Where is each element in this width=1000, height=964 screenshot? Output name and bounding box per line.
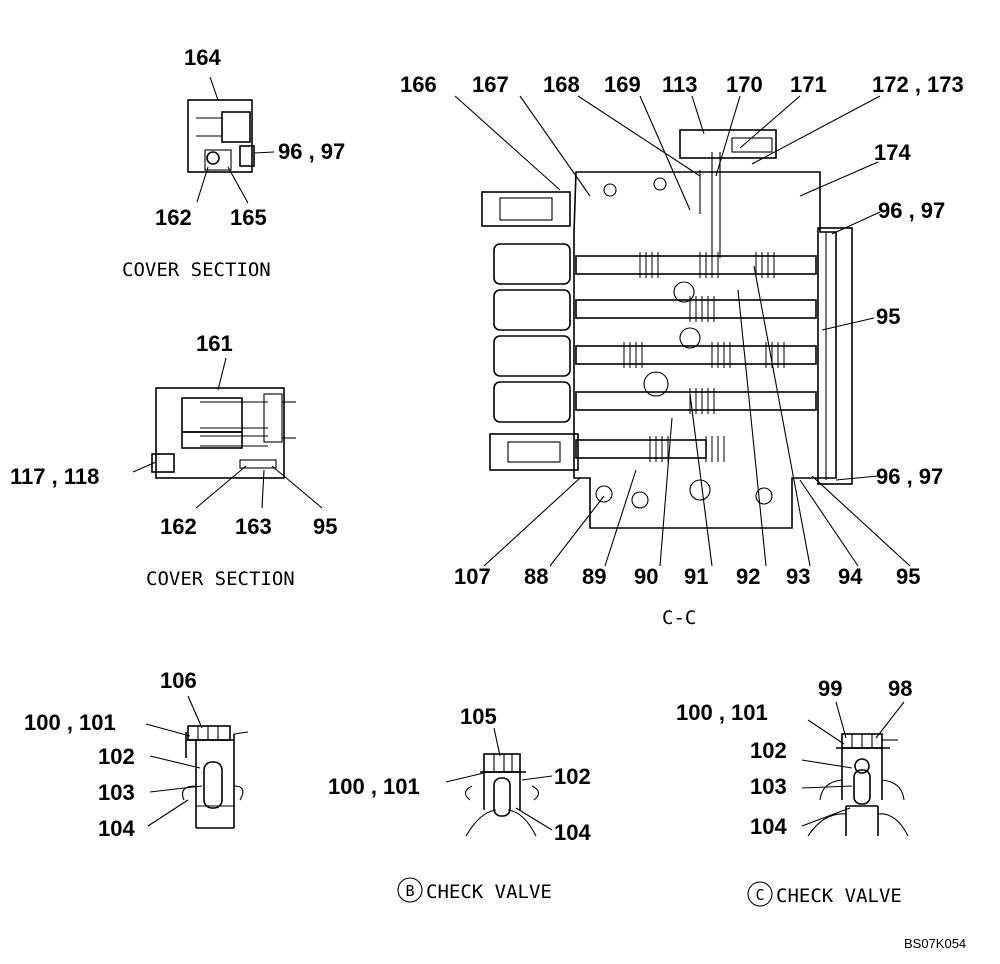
label-89: 89	[582, 564, 606, 589]
label-102-a: 102	[98, 744, 135, 769]
circle-b-icon	[397, 877, 423, 903]
caption-c-c: C-C	[662, 607, 696, 629]
label-103-c: 103	[750, 774, 787, 799]
caption-check-valve-c: CHECK VALVE	[776, 885, 902, 907]
label-162-cover1: 162	[155, 205, 192, 230]
label-94: 94	[838, 564, 863, 589]
detail-check-valve-b: 105 100 , 101 102 104 B CHECK VALVE	[328, 704, 591, 903]
detail-a-poppet	[203, 761, 223, 809]
label-95-cover2: 95	[313, 514, 337, 539]
label-165: 165	[230, 205, 267, 230]
left-bottom-plug	[489, 433, 579, 471]
label-92: 92	[736, 564, 760, 589]
spool-cap-4	[493, 381, 571, 423]
spool-cap-2	[493, 289, 571, 331]
label-88: 88	[524, 564, 548, 589]
label-167: 167	[472, 72, 509, 97]
label-103-a: 103	[98, 780, 135, 805]
detail-b-cap	[483, 753, 521, 773]
label-172-173: 172 , 173	[872, 72, 964, 97]
label-93: 93	[786, 564, 810, 589]
label-100-101-c: 100 , 101	[676, 700, 768, 725]
label-166: 166	[400, 72, 437, 97]
label-171: 171	[790, 72, 827, 97]
detail-a-cap	[187, 725, 231, 741]
cover1-body	[187, 99, 253, 173]
label-169: 169	[604, 72, 641, 97]
cover1-port	[221, 111, 251, 143]
label-90: 90	[634, 564, 658, 589]
label-91: 91	[684, 564, 708, 589]
label-102-c: 102	[750, 738, 787, 763]
label-96-97-main-bottom: 96 , 97	[876, 464, 943, 489]
label-104-b: 104	[554, 820, 591, 845]
left-top-plug	[481, 191, 571, 227]
label-174: 174	[874, 140, 911, 165]
label-95-main-right: 95	[876, 304, 900, 329]
spool-1	[575, 255, 817, 275]
relief-valve-housing	[679, 129, 777, 159]
spool-5	[575, 439, 707, 459]
caption-cover-section-2: COVER SECTION	[146, 568, 295, 590]
label-99: 99	[818, 676, 842, 701]
circle-b-letter: B	[405, 882, 414, 900]
label-100-101-a: 100 , 101	[24, 710, 116, 735]
caption-check-valve-b: CHECK VALVE	[426, 881, 552, 903]
circle-c-letter: C	[755, 886, 764, 904]
detail-c-poppet	[853, 769, 871, 805]
label-98: 98	[888, 676, 912, 701]
main-valve-section: 166 167 168 169 113 170 171 172 , 173 17…	[400, 72, 964, 629]
cover-section-2: 161 117 , 118 162 163 95 COVER SECTION	[10, 331, 337, 590]
label-170: 170	[726, 72, 763, 97]
cover2-plug	[151, 453, 175, 473]
label-100-101-b: 100 , 101	[328, 774, 420, 799]
label-117-118: 117 , 118	[10, 464, 99, 489]
cover1-plug	[239, 145, 255, 167]
spool-cap-3	[493, 335, 571, 377]
detail-check-valve-a: 106 100 , 101 102 103 104	[24, 668, 249, 841]
detail-check-valve-c: 99 98 100 , 101 102 103 104 C CHECK VALV…	[676, 676, 912, 907]
cover-section-1: 164 96 , 97 162 165 COVER SECTION	[122, 45, 345, 281]
label-104-c: 104	[750, 814, 787, 839]
circle-c-icon	[747, 881, 773, 907]
right-cover-plate	[817, 227, 853, 485]
label-162-cover2: 162	[160, 514, 197, 539]
label-96-97-cover1: 96 , 97	[278, 139, 345, 164]
detail-c-ball	[854, 758, 870, 774]
caption-cover-section-1: COVER SECTION	[122, 259, 271, 281]
detail-b-poppet	[493, 777, 511, 817]
label-96-97-main-top: 96 , 97	[878, 198, 945, 223]
label-107: 107	[454, 564, 491, 589]
label-168: 168	[543, 72, 580, 97]
spool-3	[575, 345, 817, 365]
spool-cap-1	[493, 243, 571, 285]
label-104-a: 104	[98, 816, 135, 841]
spools	[575, 177, 817, 509]
cover2-body	[155, 387, 285, 479]
cover1-ball	[206, 151, 220, 165]
label-105: 105	[460, 704, 497, 729]
label-164: 164	[184, 45, 221, 70]
figure-code: BS07K054	[904, 936, 966, 951]
label-113: 113	[662, 72, 698, 97]
label-102-b: 102	[554, 764, 591, 789]
valve-body	[573, 171, 837, 529]
label-106: 106	[160, 668, 197, 693]
label-95-main-bottom: 95	[896, 564, 920, 589]
label-161: 161	[196, 331, 233, 356]
label-163: 163	[235, 514, 272, 539]
